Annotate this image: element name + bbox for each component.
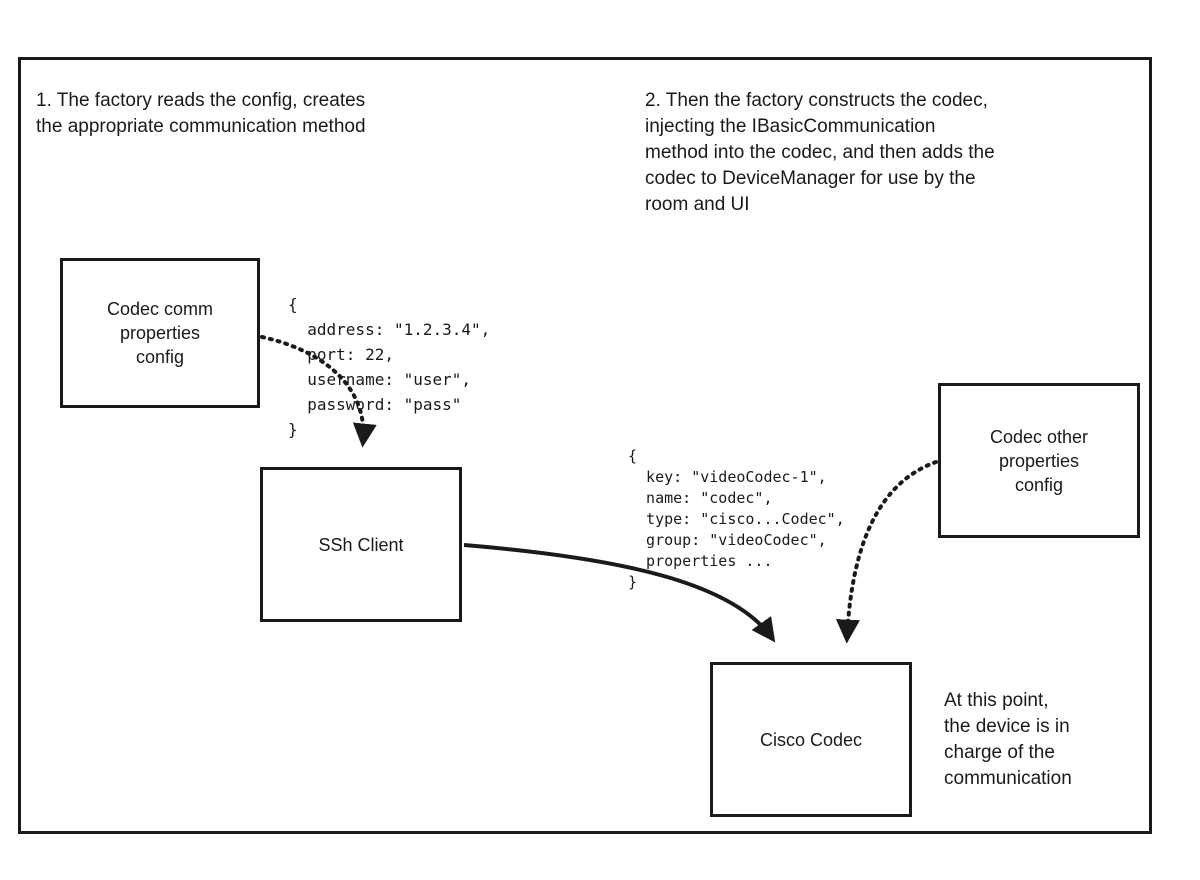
note-step1: 1. The factory reads the config, creates… <box>36 90 366 137</box>
box-codec-other-config: Codec other properties config <box>938 383 1140 538</box>
note-at-this-point: At this point, the device is in charge o… <box>944 690 1072 789</box>
note-step2: 2. Then the factory constructs the codec… <box>645 90 995 215</box>
box-cisco-codec-label: Cisco Codec <box>759 729 863 750</box>
box-ssh-client-label: SSh Client <box>318 534 404 555</box>
box-ssh-client: SSh Client <box>260 467 462 622</box>
box-cisco-codec: Cisco Codec <box>710 662 912 817</box>
diagram-frame <box>18 57 1152 834</box>
box-codec-comm-config: Codec comm properties config <box>60 258 260 408</box>
code-codec-properties: { key: "videoCodec-1", name: "codec", ty… <box>628 447 845 591</box>
box-codec-comm-config-label: Codec comm properties config <box>106 299 214 367</box>
code-comm-properties: { address: "1.2.3.4", port: 22, username… <box>288 295 491 439</box>
box-codec-other-config-label: Codec other properties config <box>989 426 1089 495</box>
